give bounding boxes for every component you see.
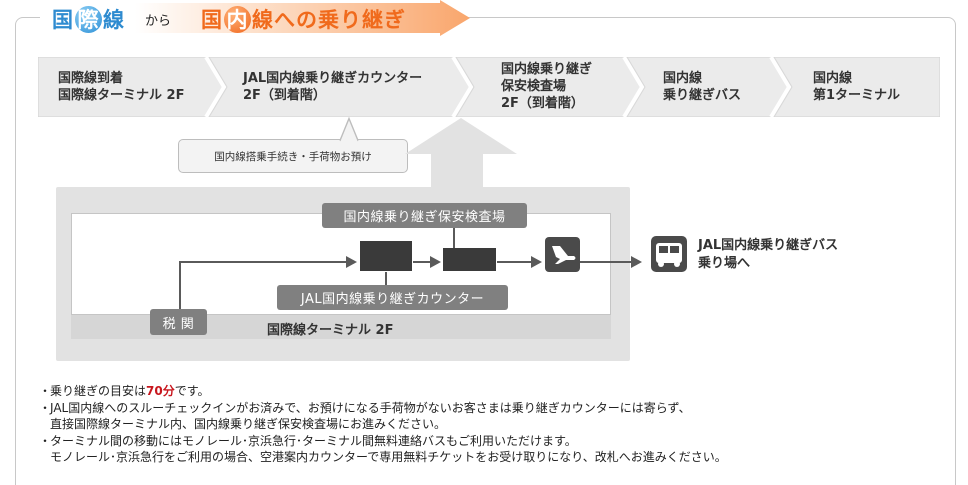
counter-label-tag: JAL国内線乗り継ぎカウンター xyxy=(277,285,508,310)
note-2-line1: JAL国内線へのスルーチェックインがお済みで、お預けになる手荷物がないお客さまは… xyxy=(50,400,691,415)
step-3-line1: 国内線乗り継ぎ xyxy=(501,62,593,77)
bus-stop-line2: 乗り場へ xyxy=(698,256,751,271)
title-dom-badge: 内 xyxy=(224,5,252,33)
up-arrow-icon xyxy=(405,118,517,190)
step-4-line2: 乗り継ぎバス xyxy=(663,88,742,103)
counter-block xyxy=(360,241,412,271)
title-intl-char1: 国 xyxy=(52,8,74,32)
counter-callout: 国内線搭乗手続き・手荷物お預け xyxy=(178,139,408,173)
customs-tag: 税 関 xyxy=(150,309,207,335)
step-5-line2: 第1ターミナル xyxy=(813,88,901,103)
bus-icon xyxy=(651,236,687,272)
note-item-2: ・ JAL国内線へのスルーチェックインがお済みで、お預けになる手荷物がないお客さ… xyxy=(39,400,939,417)
title-intl-badge: 際 xyxy=(75,5,102,33)
security-block xyxy=(443,248,496,271)
bus-stop-line1: JAL国内線乗り継ぎバス xyxy=(698,238,839,253)
step-3-line2: 保安検査場 xyxy=(501,79,567,94)
airplane-departure-icon xyxy=(545,237,580,272)
note-item-3: ・ ターミナル間の移動にはモノレール･京浜急行･ターミナル間無料連絡バスもご利用… xyxy=(39,433,939,450)
step-1: 国際線到着 国際線ターミナル 2F xyxy=(58,70,184,104)
note-1-pre: 乗り継ぎの目安は xyxy=(50,384,147,398)
step-5: 国内線 第1ターミナル xyxy=(813,70,900,104)
step-5-line1: 国内線 xyxy=(813,71,853,86)
title-arrow-shape xyxy=(135,0,470,36)
note-2-line2: 直接国際線ターミナル内、国内線乗り継ぎ保安検査場にお進みください。 xyxy=(50,417,447,431)
step-2: JAL国内線乗り継ぎカウンター 2F（到着階） xyxy=(243,70,422,104)
security-label-tag: 国内線乗り継ぎ保安検査場 xyxy=(322,203,527,228)
note-3-line2: モノレール･京浜急行をご利用の場合、空港案内カウンターで専用無料チケットをお受け… xyxy=(50,450,727,464)
page-title: 国 際 線 から 国 内 線への乗り継ぎ xyxy=(52,3,406,35)
terminal-floor-label: 国際線ターミナル 2F xyxy=(267,323,394,338)
title-dom-char1: 国 xyxy=(201,8,224,32)
note-bullet-2: ・ xyxy=(39,400,52,415)
step-3: 国内線乗り継ぎ 保安検査場 2F（到着階） xyxy=(501,61,592,112)
step-4: 国内線 乗り継ぎバス xyxy=(663,70,741,104)
note-bullet-3: ・ xyxy=(39,433,52,448)
step-1-line1: 国際線到着 xyxy=(58,71,124,86)
title-kara: から xyxy=(145,13,172,29)
step-3-line3: 2F（到着階） xyxy=(501,96,584,111)
note-3-line1: ターミナル間の移動にはモノレール･京浜急行･ターミナル間無料連絡バスもご利用いた… xyxy=(50,433,577,448)
note-bullet-1: ・ xyxy=(39,384,52,398)
step-1-line2: 国際線ターミナル 2F xyxy=(58,88,185,103)
step-2-line2: 2F（到着階） xyxy=(243,88,326,103)
bus-stop-text: JAL国内線乗り継ぎバス 乗り場へ xyxy=(698,237,838,273)
note-1-post: です。 xyxy=(174,384,210,398)
title-dom-rest: 線への乗り継ぎ xyxy=(252,8,407,32)
note-item-1: ・ 乗り継ぎの目安は70分です。 xyxy=(39,383,939,400)
note-1-highlight: 70分 xyxy=(146,384,175,398)
title-intl-char3: 線 xyxy=(103,8,125,32)
step-2-line1: JAL国内線乗り継ぎカウンター xyxy=(243,71,423,86)
transfer-steps: 国際線到着 国際線ターミナル 2F JAL国内線乗り継ぎカウンター 2F（到着階… xyxy=(38,57,940,117)
step-4-line1: 国内線 xyxy=(663,71,703,86)
notes-list: ・ 乗り継ぎの目安は70分です。 ・ JAL国内線へのスルーチェックインがお済み… xyxy=(39,383,939,466)
